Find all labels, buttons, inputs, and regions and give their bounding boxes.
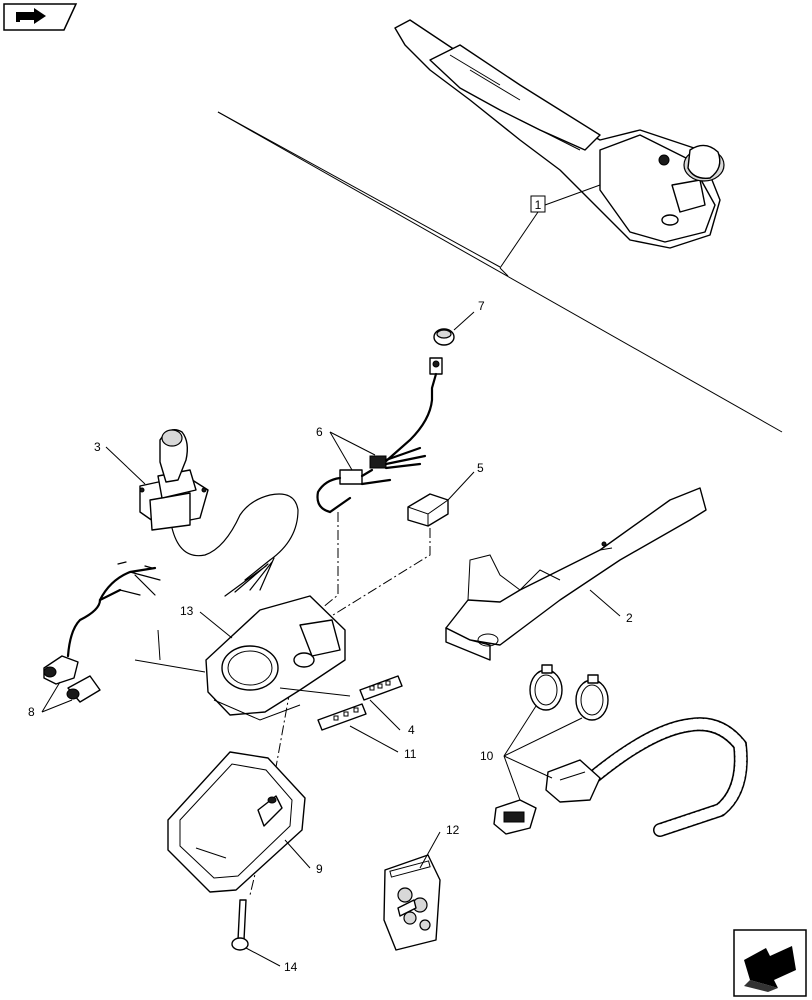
callout-14-label: 14 (284, 960, 298, 974)
callout-5: 5 (447, 461, 484, 501)
storage-tray-part (167, 751, 306, 893)
callout-9: 9 (284, 839, 323, 876)
callout-2: 2 (589, 589, 633, 625)
callout-14: 14 (245, 947, 298, 974)
bolt-part (231, 899, 249, 951)
callout-2-label: 2 (626, 611, 633, 625)
book-arrow-icon[interactable] (3, 3, 78, 31)
hardware-kit-part (383, 854, 441, 951)
callout-9-label: 9 (316, 862, 323, 876)
connector-plug-part (493, 799, 537, 835)
switch-harness-part (316, 357, 443, 514)
callout-8: 8 (28, 681, 73, 719)
next-page-arrow-icon[interactable] (733, 929, 807, 997)
callout-4-label: 4 (408, 723, 415, 737)
callout-10: 10 (480, 705, 583, 801)
callout-11-label: 11 (404, 747, 417, 761)
callout-13: 13 (134, 604, 233, 673)
callout-1: 1 (499, 184, 601, 277)
callout-4: 4 (369, 699, 415, 737)
label-strip-4-part (359, 675, 403, 701)
callout-12: 12 (419, 823, 460, 869)
switch-block-part (407, 493, 449, 527)
callout-6-label: 6 (316, 425, 323, 439)
label-strip-11-part (317, 703, 367, 731)
armrest-console-assembly (394, 19, 725, 249)
callout-7-label: 7 (478, 299, 485, 313)
joystick-part (139, 429, 299, 597)
armrest-bracket-part (445, 487, 707, 661)
callout-7: 7 (453, 299, 485, 331)
assembly-line-6 (321, 512, 339, 609)
section-line-join-left (217, 111, 501, 268)
strip-leader (279, 687, 351, 697)
callout-10-label: 10 (480, 749, 494, 763)
control-housing-part (205, 595, 346, 721)
callout-8-label: 8 (28, 705, 35, 719)
callout-11: 11 (349, 725, 417, 761)
callout-1-label: 1 (535, 198, 542, 212)
hose-clamp-part (529, 664, 609, 721)
corrugated-conduit-part (545, 717, 748, 837)
assembly-line-5 (324, 528, 431, 621)
callout-12-label: 12 (446, 823, 460, 837)
callout-13-label: 13 (180, 604, 194, 618)
callout-3-label: 3 (94, 440, 101, 454)
callout-3: 3 (94, 440, 146, 485)
button-cap-part (433, 328, 455, 346)
callout-6: 6 (316, 425, 376, 471)
callout-5-label: 5 (477, 461, 484, 475)
section-line (217, 111, 783, 433)
wire-harness-part (43, 561, 161, 703)
